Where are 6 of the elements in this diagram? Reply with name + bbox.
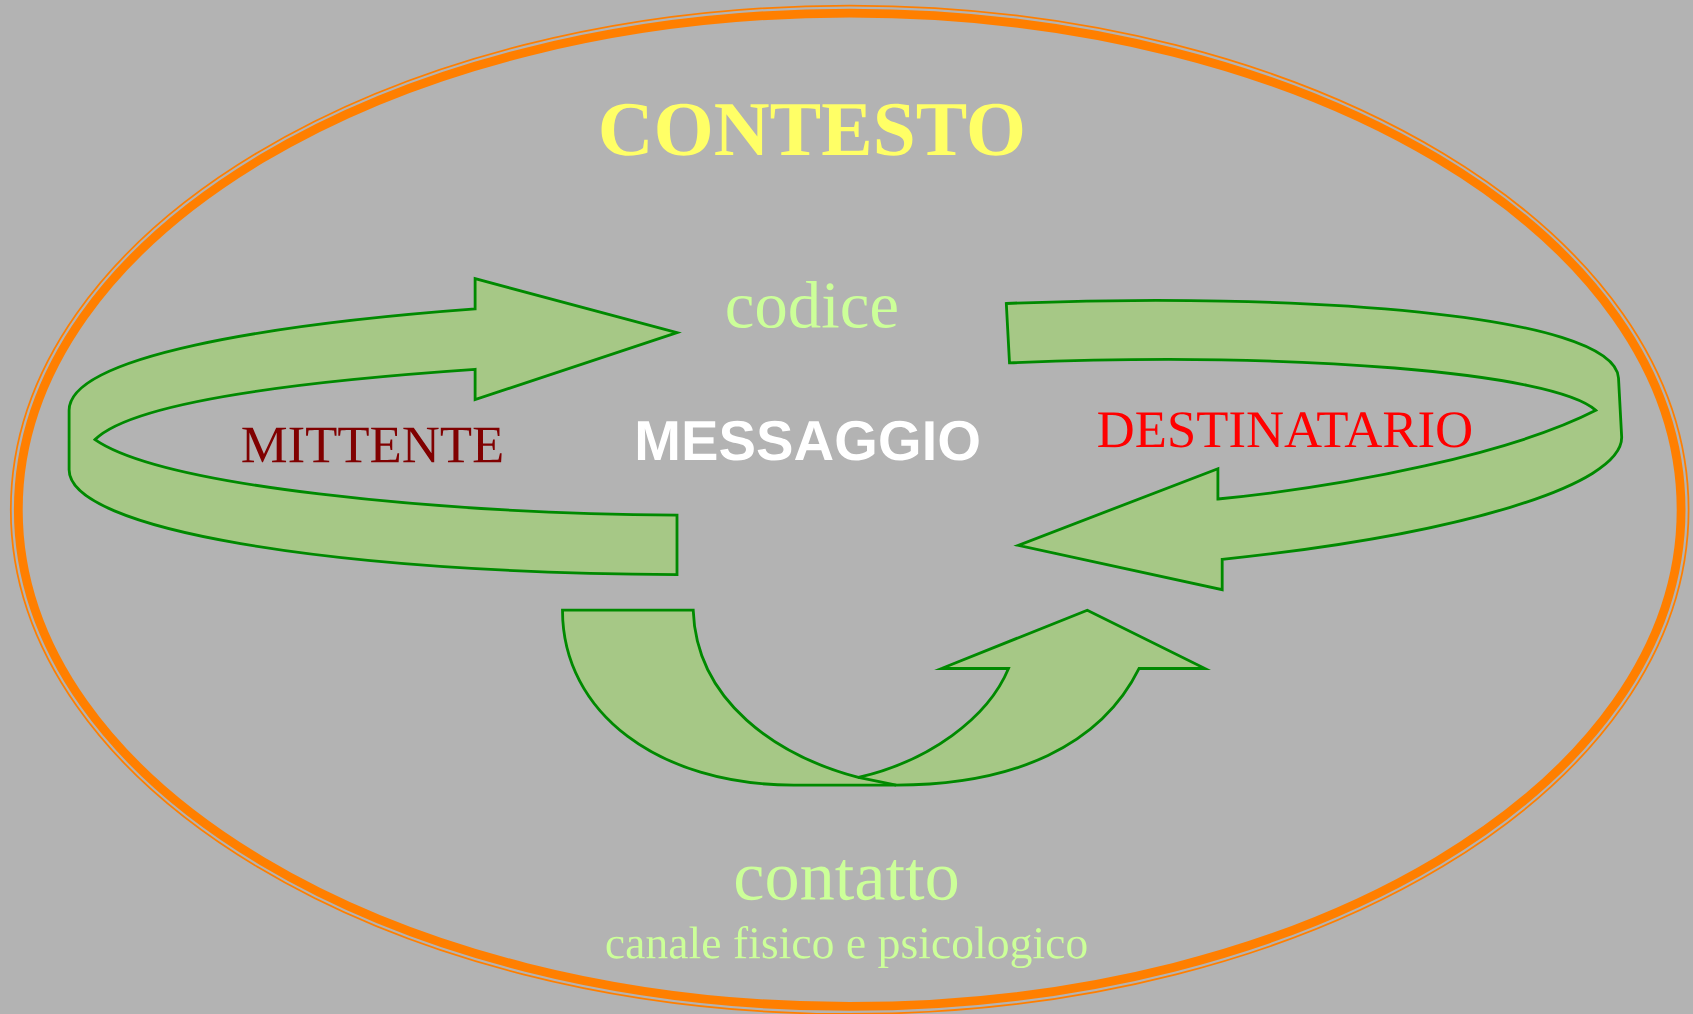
contact-label: contatto xyxy=(736,859,958,901)
message-label: MESSAGGIO xyxy=(637,420,979,461)
code-label: codice xyxy=(727,281,897,329)
receiver-label: DESTINATARIO xyxy=(1098,412,1471,448)
heading: CONTESTO xyxy=(601,103,1023,156)
channel-label: canale fisico e psicologico xyxy=(606,926,1087,969)
